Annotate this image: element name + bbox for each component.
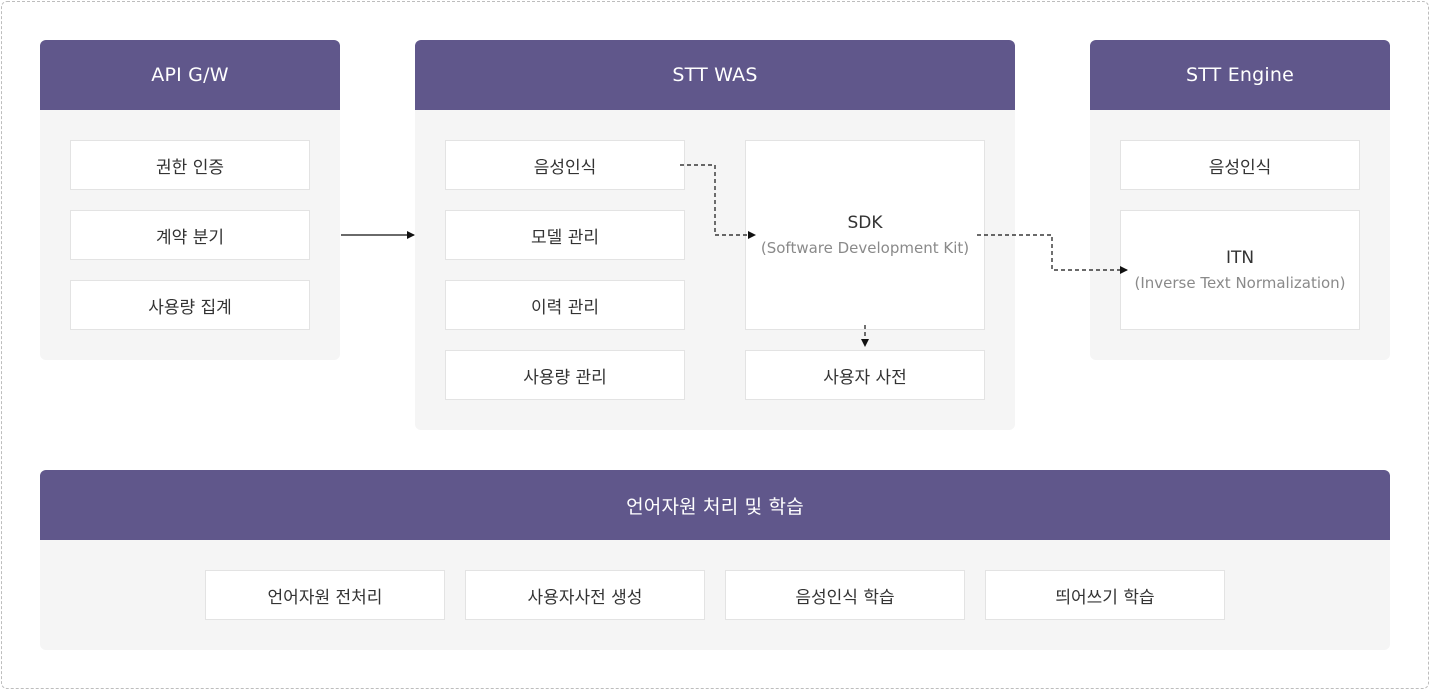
itn-label: ITN xyxy=(1225,248,1255,268)
stt-engine-title: STT Engine xyxy=(1090,40,1390,110)
was-recognition-box: 음성인식 xyxy=(445,140,685,190)
model-management-box: 모델 관리 xyxy=(445,210,685,260)
history-management-box: 이력 관리 xyxy=(445,280,685,330)
recognition-training-box: 음성인식 학습 xyxy=(725,570,965,620)
itn-box: ITN (Inverse Text Normalization) xyxy=(1120,210,1360,330)
spacing-training-box: 띄어쓰기 학습 xyxy=(985,570,1225,620)
itn-sub: (Inverse Text Normalization) xyxy=(1134,274,1346,292)
contract-routing-box: 계약 분기 xyxy=(70,210,310,260)
api-gateway-panel: API G/W 권한 인증 계약 분기 사용량 집계 xyxy=(40,40,340,360)
auth-box: 권한 인증 xyxy=(70,140,310,190)
usage-aggregation-box: 사용량 집계 xyxy=(70,280,310,330)
preprocess-box: 언어자원 전처리 xyxy=(205,570,445,620)
dict-creation-box: 사용자사전 생성 xyxy=(465,570,705,620)
stt-was-panel: STT WAS 음성인식 모델 관리 이력 관리 사용량 관리 SDK (Sof… xyxy=(415,40,1015,430)
engine-recognition-box: 음성인식 xyxy=(1120,140,1360,190)
usage-management-box: 사용량 관리 xyxy=(445,350,685,400)
sdk-sub: (Software Development Kit) xyxy=(760,239,970,257)
stt-engine-panel: STT Engine 음성인식 ITN (Inverse Text Normal… xyxy=(1090,40,1390,360)
sdk-box: SDK (Software Development Kit) xyxy=(745,140,985,330)
language-resources-title: 언어자원 처리 및 학습 xyxy=(40,470,1390,540)
language-resources-panel: 언어자원 처리 및 학습 언어자원 전처리 사용자사전 생성 음성인식 학습 띄… xyxy=(40,470,1390,650)
stt-was-title: STT WAS xyxy=(415,40,1015,110)
sdk-label: SDK xyxy=(847,213,883,233)
user-dictionary-box: 사용자 사전 xyxy=(745,350,985,400)
api-gateway-title: API G/W xyxy=(40,40,340,110)
